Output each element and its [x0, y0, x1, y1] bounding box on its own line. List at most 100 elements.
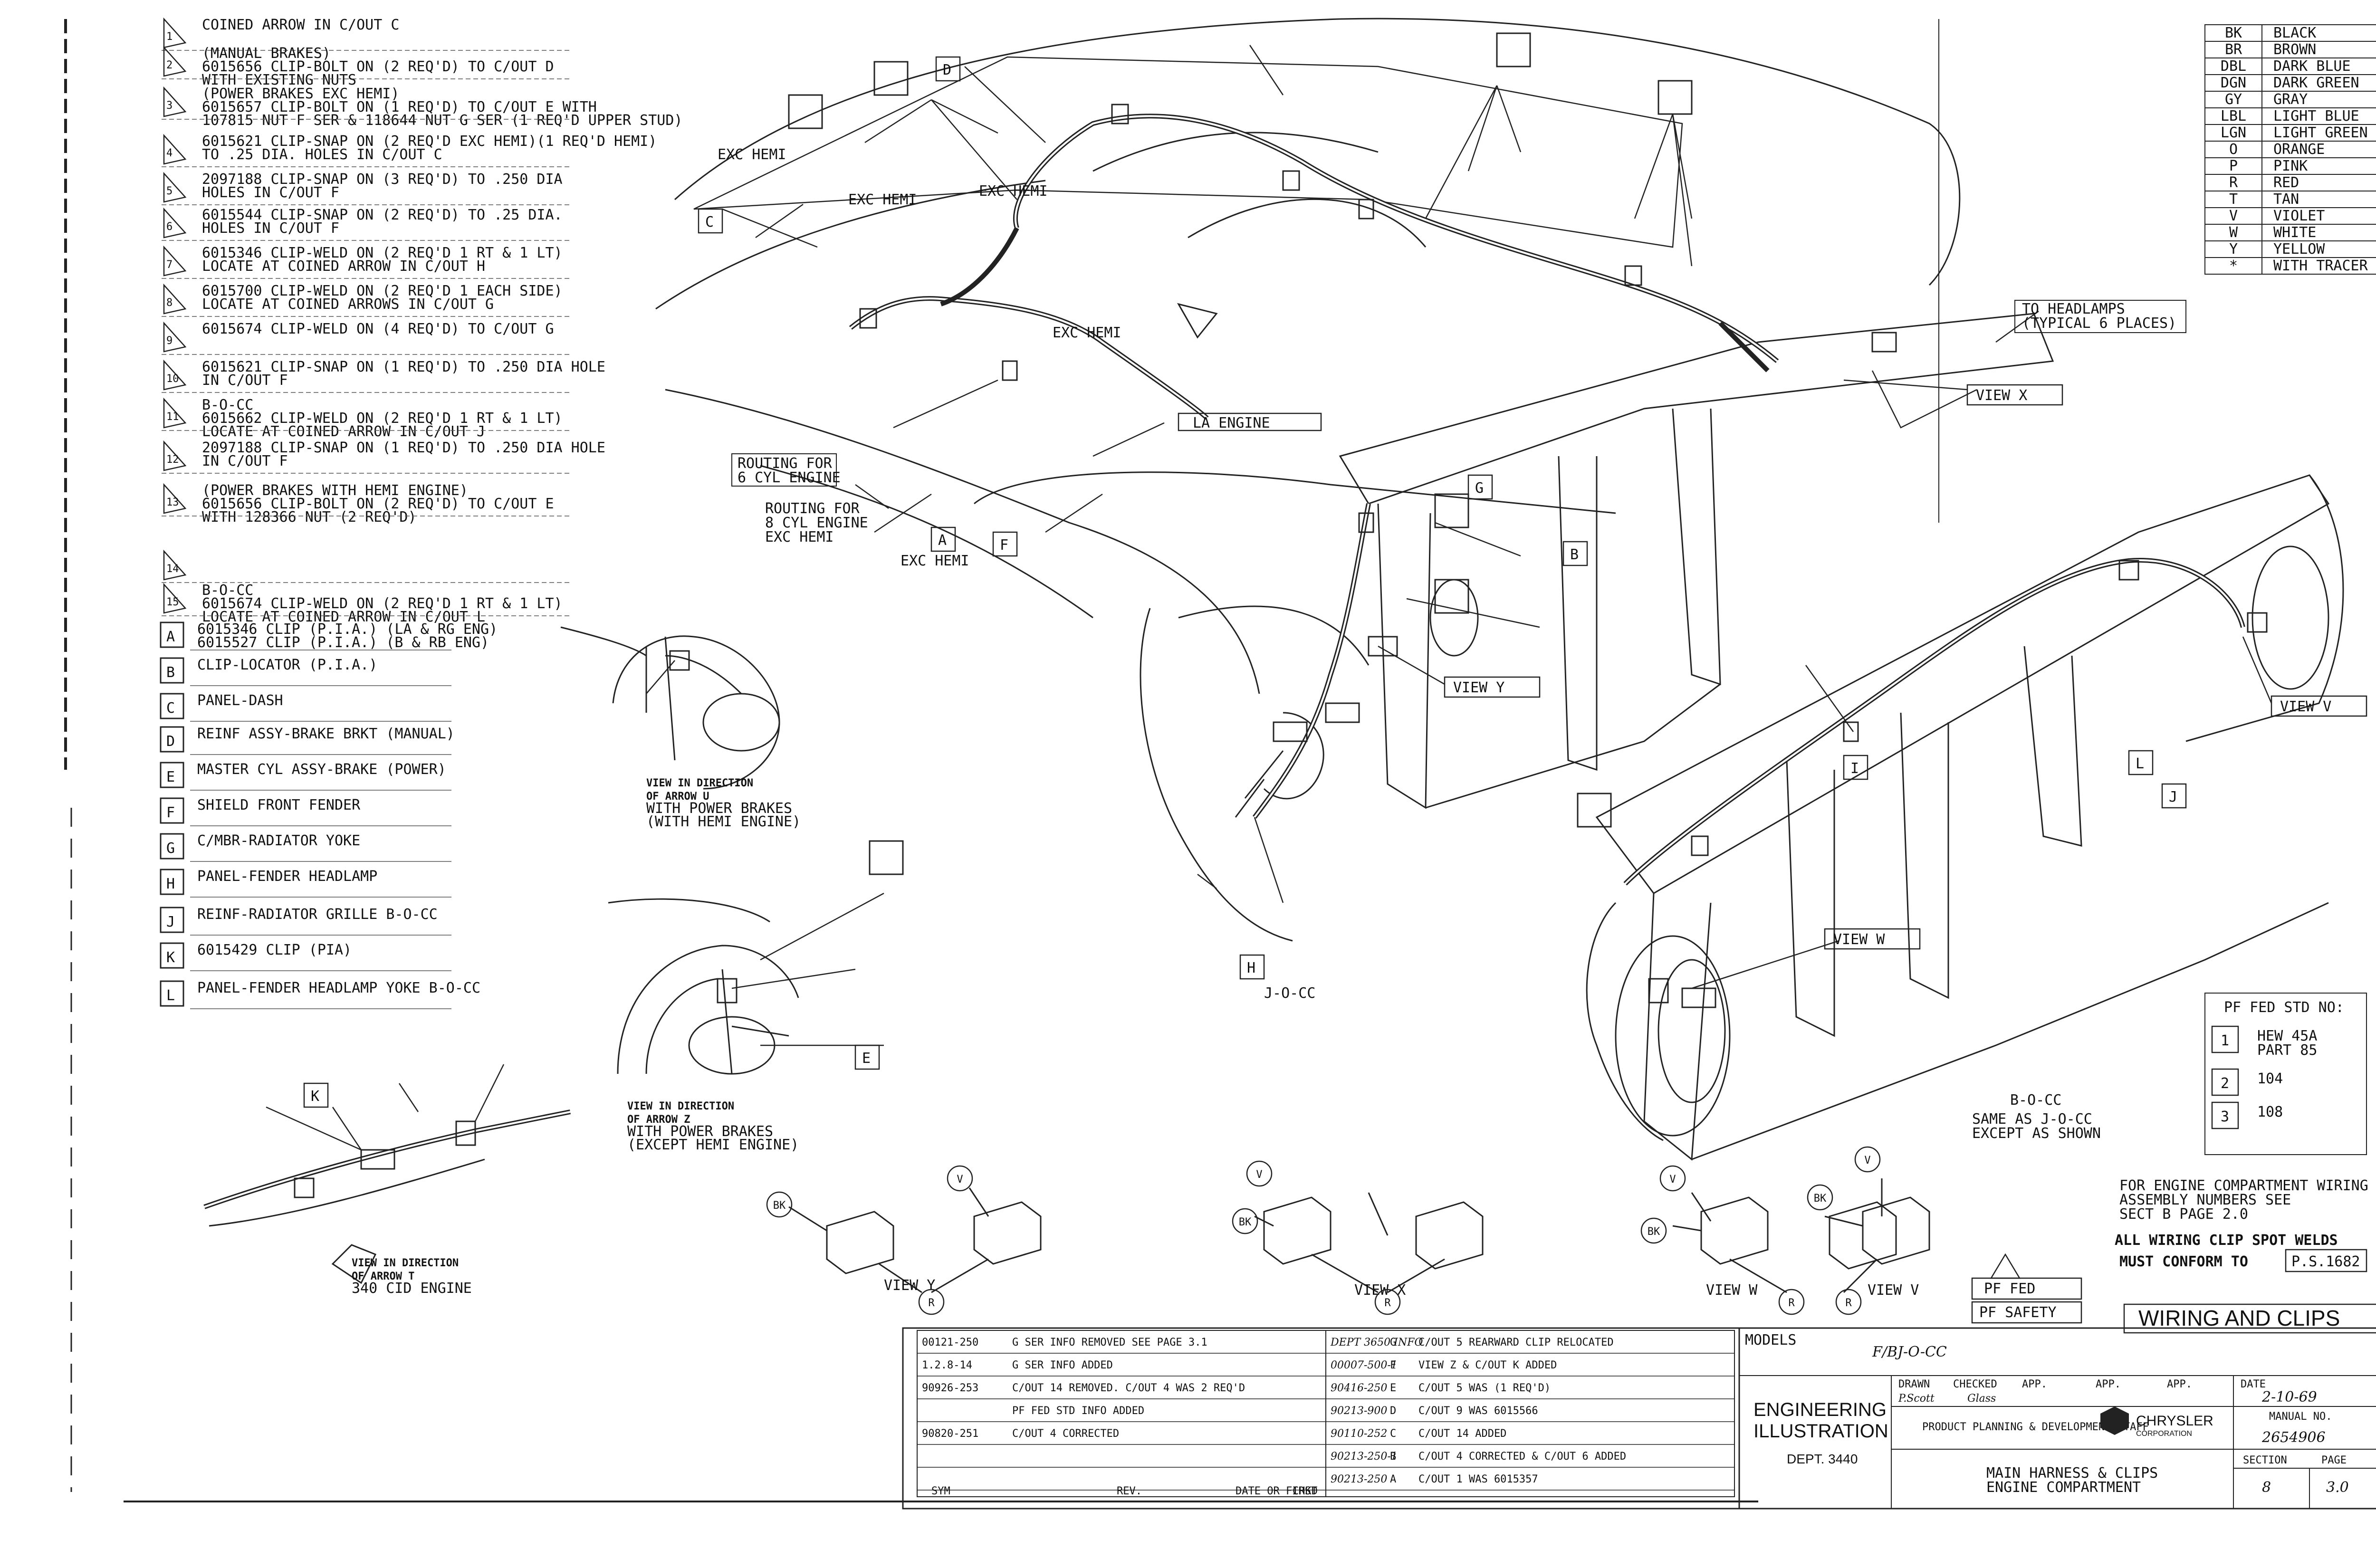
color-name: RED [2273, 174, 2299, 191]
view-w-label: VIEW W [1833, 931, 1885, 948]
note-triangle-icon [163, 86, 187, 117]
note-number: 10 [166, 373, 179, 385]
revision-symbol: E [1390, 1382, 1396, 1394]
pf-symbol-icon [2211, 1068, 2239, 1096]
revision-number: 90213-900 [1331, 1405, 1387, 1417]
part-callout-box [2128, 750, 2154, 775]
note-item: 13(POWER BRAKES WITH HEMI ENGINE)6015656… [162, 482, 570, 526]
revision-text: C/OUT 5 REARWARD CLIP RELOCATED [1418, 1337, 1614, 1348]
color-code: BR [2225, 41, 2242, 58]
connector-bubble [766, 1191, 793, 1218]
revision-number: 00121-250 [922, 1337, 978, 1348]
part-letter: G [166, 840, 175, 857]
part-text: 6015346 CLIP (P.I.A.) (LA & RG ENG) [197, 621, 498, 638]
view-y-label: VIEW Y [884, 1277, 935, 1294]
color-code: T [2229, 191, 2238, 208]
exc-hemi-label: EXC HEMI [718, 146, 786, 163]
part-text: REINF ASSY-BRAKE BRKT (MANUAL) [197, 726, 455, 742]
revision-symbol: C [1390, 1428, 1396, 1440]
routing-6cyl-label: 6 CYL ENGINE [738, 469, 841, 486]
part-letter: H [166, 876, 175, 892]
connector-bubble-label: R [928, 1297, 935, 1309]
routing-6cyl-label: ROUTING FOR [738, 455, 833, 472]
part-text: CLIP-LOCATOR (P.I.A.) [197, 657, 377, 673]
view-z-caption: VIEW IN DIRECTION [627, 1100, 734, 1112]
revision-text: C/OUT 4 CORRECTED [1012, 1428, 1119, 1440]
part-callout-box [1467, 474, 1493, 500]
engine-compartment-drawing [655, 18, 2344, 1161]
part-letter: K [166, 949, 175, 966]
connector-bubble-label: R [1384, 1297, 1391, 1309]
view-x-connector-drawing [1254, 1192, 1484, 1293]
connector-details [788, 1178, 1930, 1293]
connector-bubble [1854, 1146, 1881, 1173]
page-label: PAGE [2321, 1454, 2347, 1466]
note-triangle-icon [163, 583, 187, 614]
ps-reference: P.S.1682 [2291, 1253, 2360, 1270]
drawn-label: DRAWN [1898, 1378, 1930, 1390]
note-triangle-icon [163, 172, 187, 203]
app-label: APP. [2096, 1378, 2121, 1390]
part-callout-letter: C [705, 214, 714, 230]
part-text: SHIELD FRONT FENDER [197, 797, 361, 813]
note-triangle-icon [163, 397, 187, 429]
part-callout-letter: F [1000, 537, 1008, 554]
connector-bubble-label: BK [1814, 1193, 1827, 1205]
note-triangle-icon [163, 483, 187, 514]
part-callout-box [1239, 954, 1265, 980]
revision-text: C/OUT 4 CORRECTED & C/OUT 6 ADDED [1418, 1451, 1626, 1463]
title-block: MODELSF/BJ-O-CCENGINEERINGILLUSTRATIONDE… [902, 1327, 2376, 1510]
engineering-illustration-text: ILLUSTRATION [1753, 1421, 1888, 1442]
pf-safety-label: PF SAFETY [1979, 1304, 2057, 1321]
color-name: WHITE [2273, 224, 2316, 241]
view-v-connector-drawing [1824, 1178, 1930, 1293]
part-callout-box [935, 56, 961, 82]
view-u-caption: (WITH HEMI ENGINE) [646, 813, 801, 830]
color-name: ORANGE [2273, 141, 2325, 158]
note-triangle-icon [163, 245, 187, 277]
revision-text: VIEW Z & C/OUT K ADDED [1418, 1359, 1557, 1371]
part-callout-letter: G [1475, 480, 1484, 497]
note-number: 11 [166, 411, 179, 423]
section-value: 8 [2262, 1479, 2271, 1496]
note-triangle-icon [163, 549, 187, 581]
view-y-connector-drawing [788, 1187, 1042, 1293]
page-value: 3.0 [2326, 1479, 2349, 1496]
note-triangle-icon [163, 321, 187, 353]
part-text: PANEL-FENDER HEADLAMP YOKE B-O-CC [197, 980, 480, 996]
connector-bubble [918, 1289, 945, 1315]
note-text: 2097188 CLIP-SNAP ON (1 REQ'D) TO .250 D… [202, 440, 605, 456]
note-triangle-icon [163, 207, 187, 239]
revision-symbol: F [1390, 1359, 1396, 1371]
view-v-label: VIEW V [2280, 698, 2331, 715]
note-item: 3(POWER BRAKES EXC HEMI)6015657 CLIP-BOL… [162, 86, 682, 129]
part-callout-letter: K [311, 1088, 319, 1105]
revision-number: 90416-250 [1331, 1382, 1387, 1394]
rev-footer: SYM [931, 1485, 950, 1497]
note-number: 15 [166, 596, 179, 608]
view-x-label: VIEW X [1976, 387, 2027, 404]
connector-bubble [1232, 1208, 1258, 1234]
revision-text: C/OUT 14 ADDED [1418, 1428, 1506, 1440]
note-number: 1 [166, 31, 172, 43]
note-text: B-O-CC [202, 397, 253, 413]
revision-number: 00007-500-1 [1331, 1359, 1398, 1371]
connector-bubble-label: V [1669, 1174, 1676, 1186]
view-v-label: VIEW V [1868, 1282, 1919, 1299]
view-u-caption: VIEW IN DIRECTION [646, 777, 753, 789]
note-text: HOLES IN C/OUT F [202, 220, 339, 237]
view-w-label: VIEW W [1706, 1282, 1758, 1299]
part-text: REINF-RADIATOR GRILLE B-O-CC [197, 906, 438, 923]
chrysler-pentastar-icon [2100, 1406, 2129, 1435]
note-text: B-O-CC [202, 582, 253, 599]
routing-8cyl-label: EXC HEMI [765, 529, 834, 545]
pf-fed-title: PF FED STD NO: [2224, 999, 2344, 1016]
